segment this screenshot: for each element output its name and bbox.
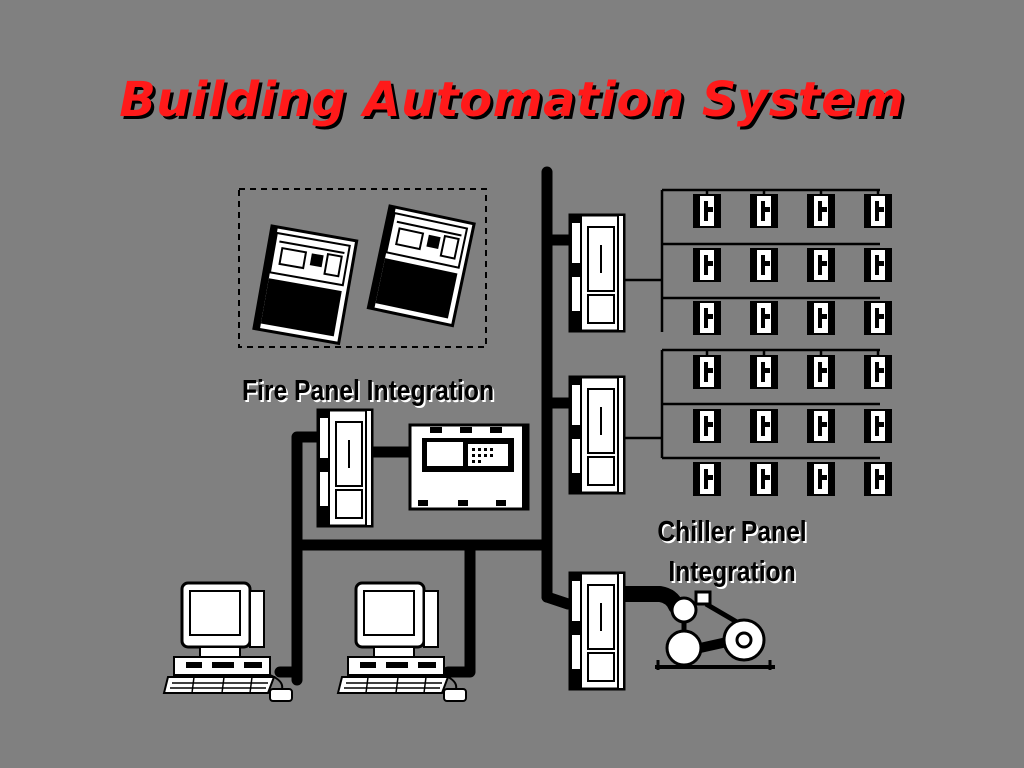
fire-panel-group-boundary xyxy=(238,188,487,348)
zone-controller xyxy=(807,462,835,496)
zone-controller xyxy=(693,248,721,282)
workstation-2 xyxy=(336,581,468,703)
chiller-panel-integration-label: Chiller Panel Integration xyxy=(630,512,834,592)
zone-controller xyxy=(807,301,835,335)
fire-alarm-control-panel xyxy=(408,423,530,511)
zone-controller xyxy=(750,409,778,443)
zone-controller xyxy=(864,194,892,228)
zone-controller-grid xyxy=(693,194,892,496)
fire-panel-integration-label: Fire Panel Integration xyxy=(242,375,495,407)
zone-controller xyxy=(864,248,892,282)
zone-controller xyxy=(693,355,721,389)
zone-controller xyxy=(864,462,892,496)
zone-controller xyxy=(864,409,892,443)
controller-zone-group-2 xyxy=(568,375,626,495)
chiller-label-line1: Chiller Panel xyxy=(657,516,807,548)
zone-controller xyxy=(864,301,892,335)
zone-controller xyxy=(807,194,835,228)
slide-title: Building Automation System xyxy=(119,72,905,128)
zone-controller xyxy=(750,301,778,335)
zone-controller xyxy=(807,355,835,389)
zone-controller xyxy=(750,462,778,496)
zone-bus-wiring xyxy=(624,188,880,460)
zone-controller xyxy=(807,248,835,282)
chiller-unit xyxy=(655,590,775,670)
zone-controller xyxy=(693,462,721,496)
zone-controller xyxy=(693,194,721,228)
zone-controller xyxy=(750,194,778,228)
chiller-label-line2: Integration xyxy=(668,556,796,588)
fire-alarm-panel-2 xyxy=(366,204,476,328)
controller-zone-group-1 xyxy=(568,213,626,333)
fire-alarm-panel-1 xyxy=(252,224,359,345)
zone-controller xyxy=(750,248,778,282)
zone-controller xyxy=(693,301,721,335)
controller-fire-panel xyxy=(316,408,374,528)
zone-controller xyxy=(807,409,835,443)
workstation-1 xyxy=(162,581,294,703)
controller-chiller xyxy=(568,571,626,691)
zone-controller xyxy=(864,355,892,389)
zone-controller xyxy=(750,355,778,389)
zone-controller xyxy=(693,409,721,443)
